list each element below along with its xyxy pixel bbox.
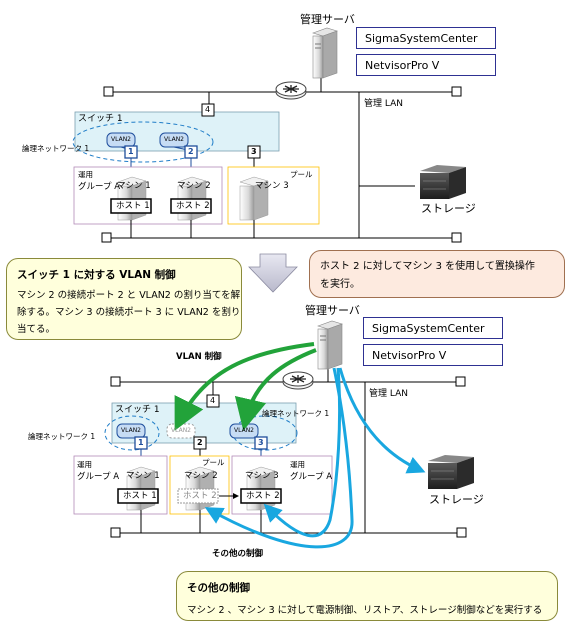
- lan-terminator: [103, 86, 114, 97]
- vlan-control-label: VLAN 制御: [176, 352, 222, 362]
- port4: [206, 394, 220, 408]
- storage-label: ストレージ: [429, 493, 484, 506]
- host1-box: [110, 198, 152, 214]
- logical-network-label: 論理ネットワーク 1: [22, 144, 90, 153]
- transition-arrow-icon: [248, 253, 298, 293]
- top-diagram: [72, 27, 466, 243]
- logical-network-ellipse: [72, 121, 214, 163]
- host2-box: [170, 198, 212, 214]
- logical-network-ellipse: [104, 415, 160, 451]
- switch1-label: スイッチ 1: [115, 405, 160, 415]
- storage-icon: [420, 165, 466, 199]
- host2-old-box: [177, 488, 219, 504]
- vlan2-tag: [116, 423, 146, 439]
- host1-box: [117, 488, 159, 504]
- port1-label: 1: [128, 147, 134, 156]
- other-control-arrow: [204, 367, 354, 549]
- machine2-label: マシン 2: [184, 471, 218, 481]
- other-control-callout: その他の制御 マシン 2 、マシン 3 に対して電源制御、リストア、ストレージ制…: [176, 571, 558, 621]
- ops-label: 運用: [78, 170, 93, 179]
- callout-body: ホスト 2 に対してマシン 3 を使用して置換操作 を実行。: [320, 258, 535, 294]
- port4-label: 4: [205, 105, 211, 114]
- port1-label: 1: [138, 438, 144, 447]
- host2-new-box: [240, 488, 282, 504]
- pool-label: プール: [202, 458, 225, 467]
- vlan2-label: VLAN2: [111, 136, 131, 143]
- callout-line: ホスト 2 に対してマシン 3 を使用して置換操作: [320, 261, 535, 272]
- ops-label: 運用: [77, 460, 92, 469]
- server-icon: [317, 320, 343, 370]
- machine3-label: マシン 3: [245, 471, 279, 481]
- host2-new-label: ホスト 2: [246, 491, 280, 501]
- port2-label: 2: [197, 438, 203, 447]
- machine1-label: マシン 1: [126, 471, 160, 481]
- vlan2-label: VLAN2: [164, 136, 184, 143]
- machine-icon: [239, 176, 269, 221]
- mgmt-server-label: 管理サーバ: [305, 304, 360, 317]
- vlan2-label: VLAN2: [234, 427, 254, 434]
- host1-label: ホスト 1: [123, 491, 157, 501]
- storage-label: ストレージ: [421, 202, 476, 215]
- bottom-diagram: [73, 320, 474, 549]
- mgmt-lan-label: 管理 LAN: [364, 99, 403, 109]
- host2-old-label: ホスト 2: [183, 491, 217, 501]
- switch1-label: スイッチ 1: [78, 114, 123, 124]
- port4: [201, 103, 215, 117]
- port3-label: 3: [251, 147, 257, 156]
- machine1-label: マシン 1: [117, 181, 151, 191]
- logical-network-label: 論理ネットワーク 1: [28, 432, 96, 441]
- callout-body: マシン 2 の接続ポート 2 と VLAN2 の割り当てを解 除する。マシン 3…: [17, 287, 240, 338]
- callout-line: 除する。マシン 3 の接続ポート 3 に VLAN2 を割り: [17, 307, 241, 318]
- nvp-box: NetvisorPro V: [363, 344, 503, 366]
- replace-callout: ホスト 2 に対してマシン 3 を使用して置換操作 を実行。: [309, 250, 565, 298]
- ssc-box: SigmaSystemCenter: [363, 317, 503, 339]
- router-icon: [275, 81, 307, 100]
- callout-title: その他の制御: [187, 582, 250, 594]
- ssc-box: SigmaSystemCenter: [356, 27, 496, 49]
- storage-control-arrow: [338, 367, 426, 474]
- group-a-label: グループ A: [78, 182, 121, 192]
- group-a-label: グループ A: [77, 472, 120, 482]
- callout-line: を実行。: [320, 279, 360, 290]
- other-control-arrow: [263, 367, 342, 538]
- host2-label: ホスト 2: [176, 201, 210, 211]
- server-icon: [312, 27, 338, 79]
- vlan-control-callout: スイッチ 1 に対する VLAN 制御 マシン 2 の接続ポート 2 と VLA…: [6, 258, 242, 340]
- callout-line: マシン 2 、マシン 3 に対して電源制御、リストア、ストレージ制御などを実行す…: [187, 605, 543, 616]
- group-a-label: グループ A: [290, 472, 333, 482]
- lan-terminator: [451, 86, 462, 97]
- port3-label: 3: [258, 438, 264, 447]
- host1-label: ホスト 1: [116, 201, 150, 211]
- vlan-control-arrow: [174, 342, 315, 431]
- other-control-label: その他の制御: [212, 549, 264, 559]
- mgmt-lan-label: 管理 LAN: [369, 389, 408, 399]
- port2-label: 2: [188, 147, 194, 156]
- mgmt-server-label: 管理サーバ: [300, 13, 355, 26]
- callout-title: スイッチ 1 に対する VLAN 制御: [17, 269, 176, 281]
- nvp-box: NetvisorPro V: [356, 54, 496, 76]
- machine3-label: マシン 3: [255, 181, 289, 191]
- pool-label: プール: [290, 170, 313, 179]
- port4-label: 4: [210, 396, 216, 405]
- callout-body: マシン 2 、マシン 3 に対して電源制御、リストア、ストレージ制御などを実行す…: [187, 602, 542, 619]
- vlan2-label-removed: VLAN2: [171, 427, 191, 434]
- router-icon: [282, 371, 314, 390]
- callout-line: マシン 2 の接続ポート 2 と VLAN2 の割り当てを解: [17, 290, 241, 301]
- callout-line: 当てる。: [17, 324, 56, 335]
- vlan-control-arrow: [234, 348, 317, 431]
- vlan2-label: VLAN2: [121, 427, 141, 434]
- ops-label: 運用: [290, 460, 305, 469]
- logical-network-label: 論理ネットワーク 1: [262, 409, 330, 418]
- storage-icon: [428, 455, 474, 489]
- machine2-label: マシン 2: [177, 181, 211, 191]
